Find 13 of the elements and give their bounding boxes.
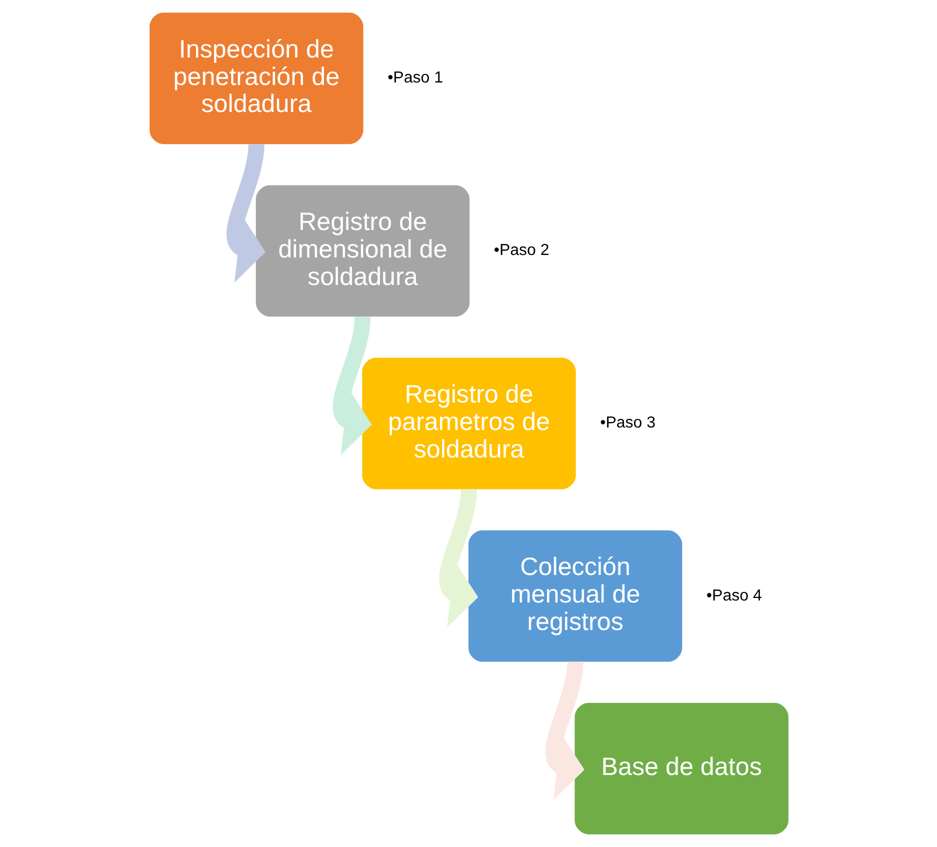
arrow <box>332 316 372 456</box>
arrow <box>438 488 478 628</box>
arrow <box>544 661 584 800</box>
node-label: •Paso 1 <box>387 70 442 87</box>
node-label: •Paso 4 <box>706 587 762 604</box>
arrow <box>226 144 266 282</box>
node-box: Registro de parametros de soldadura <box>362 358 576 490</box>
node-label: •Paso 3 <box>600 414 656 432</box>
node-box: Base de datos <box>574 702 788 834</box>
node-box: Colección mensual de registros <box>468 530 682 662</box>
node-label: •Paso 2 <box>493 242 549 260</box>
node-box: Inspección de penetración de soldadura <box>149 12 363 144</box>
node-box: Registro de dimensional de soldadura <box>255 185 470 317</box>
